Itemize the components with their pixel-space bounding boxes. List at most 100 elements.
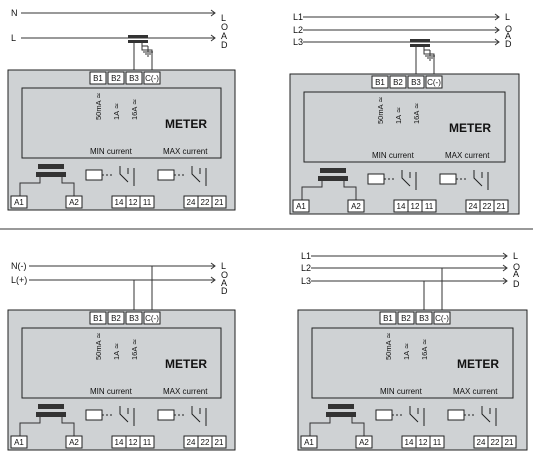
transformer-icon: [326, 412, 356, 417]
terminal-label: A2: [69, 198, 79, 207]
meter-display-area: [303, 91, 506, 163]
terminal-label: B1: [93, 314, 103, 323]
terminal-label: 14: [397, 202, 406, 211]
current-transformer-icon: [128, 35, 148, 38]
terminal-label: A1: [304, 438, 314, 447]
terminal-label: 24: [187, 198, 196, 207]
range-label: 16A ≃: [130, 339, 139, 360]
terminal-b1: [89, 71, 107, 85]
max-current-label: MAX current: [453, 387, 498, 396]
terminal-label: 11: [143, 438, 152, 447]
meter-title: METER: [449, 121, 491, 135]
load-letter: O: [221, 22, 228, 32]
terminal-label: B3: [129, 74, 139, 83]
terminal-label: 11: [433, 438, 442, 447]
supply-wire: [343, 181, 357, 200]
terminal-c: [143, 311, 161, 325]
terminal-a1: [10, 435, 28, 449]
terminal-label: C(-): [145, 74, 159, 83]
terminal-label: B3: [419, 314, 429, 323]
arrow-right-icon: [502, 277, 508, 285]
max-current-label: MAX current: [163, 387, 208, 396]
terminal-label: 12: [419, 438, 428, 447]
supply-wire: [351, 417, 365, 436]
terminal-label: B2: [111, 74, 121, 83]
terminal-label: A2: [359, 438, 369, 447]
terminal-a2: [65, 195, 83, 209]
min-relay-coil: [85, 169, 103, 181]
terminal-label: 14: [115, 198, 124, 207]
terminal-label: 12: [129, 198, 138, 207]
terminal-label: C(-): [435, 314, 449, 323]
supply-wire: [19, 177, 41, 196]
load-letter: A: [221, 31, 227, 41]
terminal-c: [425, 75, 443, 89]
max-relay-coil: [157, 169, 175, 181]
terminal-label: 24: [187, 438, 196, 447]
terminal-label: 22: [201, 198, 210, 207]
load-letter: D: [221, 286, 228, 296]
terminal-label: 24: [477, 438, 486, 447]
arrow-right-icon: [502, 252, 508, 260]
range-label: 16A ≃: [420, 339, 429, 360]
load-letter: O: [505, 24, 512, 34]
transformer-icon: [36, 412, 66, 417]
load-letter: D: [221, 40, 228, 50]
terminal-label: B2: [393, 78, 403, 87]
transformer-icon: [38, 404, 64, 409]
range-label: 1A ≃: [112, 343, 121, 360]
max-relay-coil: [447, 409, 465, 421]
terminal-c: [143, 71, 161, 85]
ct-wire: [141, 43, 153, 72]
min-current-label: MIN current: [90, 387, 133, 396]
terminal-label: B3: [411, 78, 421, 87]
meter-display-area: [21, 327, 222, 399]
terminal-label: A1: [14, 198, 24, 207]
transformer-icon: [328, 404, 354, 409]
min-relay-coil: [375, 409, 393, 421]
range-label: 1A ≃: [112, 103, 121, 120]
min-relay-contact-icon: [119, 166, 135, 186]
terminal-b1: [371, 75, 389, 89]
max-relay-contact-icon: [473, 170, 489, 190]
terminal-label: 14: [115, 438, 124, 447]
line-label-n: N(-): [11, 261, 27, 271]
load-letter: A: [513, 269, 519, 279]
arrow-right-icon: [494, 13, 500, 21]
transformer-icon: [318, 176, 348, 181]
line-label-l3: L3: [293, 37, 303, 47]
range-label: 50mA ≃: [376, 96, 385, 124]
line-label-l2: L2: [301, 263, 311, 273]
line-label-l1: L1: [293, 12, 303, 22]
ground-icon: [143, 51, 153, 57]
meter-display-area: [311, 327, 514, 399]
terminal-21: [211, 435, 227, 449]
terminal-label: 22: [491, 438, 500, 447]
terminal-11: [429, 435, 445, 449]
ct-wire: [423, 47, 435, 76]
terminal-label: 21: [505, 438, 514, 447]
terminal-11: [421, 199, 437, 213]
arrow-right-icon: [210, 9, 216, 17]
supply-wire: [309, 417, 331, 436]
terminal-label: 24: [469, 202, 478, 211]
terminal-b2: [397, 311, 415, 325]
terminal-label: 12: [129, 438, 138, 447]
min-relay-contact-icon: [401, 170, 417, 190]
load-letter: O: [513, 262, 520, 272]
arrow-right-icon: [210, 276, 216, 284]
load-letter: A: [505, 31, 511, 41]
terminal-label: B3: [129, 314, 139, 323]
arrow-right-icon: [210, 34, 216, 42]
meter-title: METER: [457, 357, 499, 371]
load-letter: L: [221, 13, 226, 23]
terminal-b1: [89, 311, 107, 325]
terminal-label: 21: [215, 438, 224, 447]
range-label: 16A ≃: [412, 103, 421, 124]
range-label: 50mA ≃: [384, 332, 393, 360]
terminal-label: 11: [143, 198, 152, 207]
